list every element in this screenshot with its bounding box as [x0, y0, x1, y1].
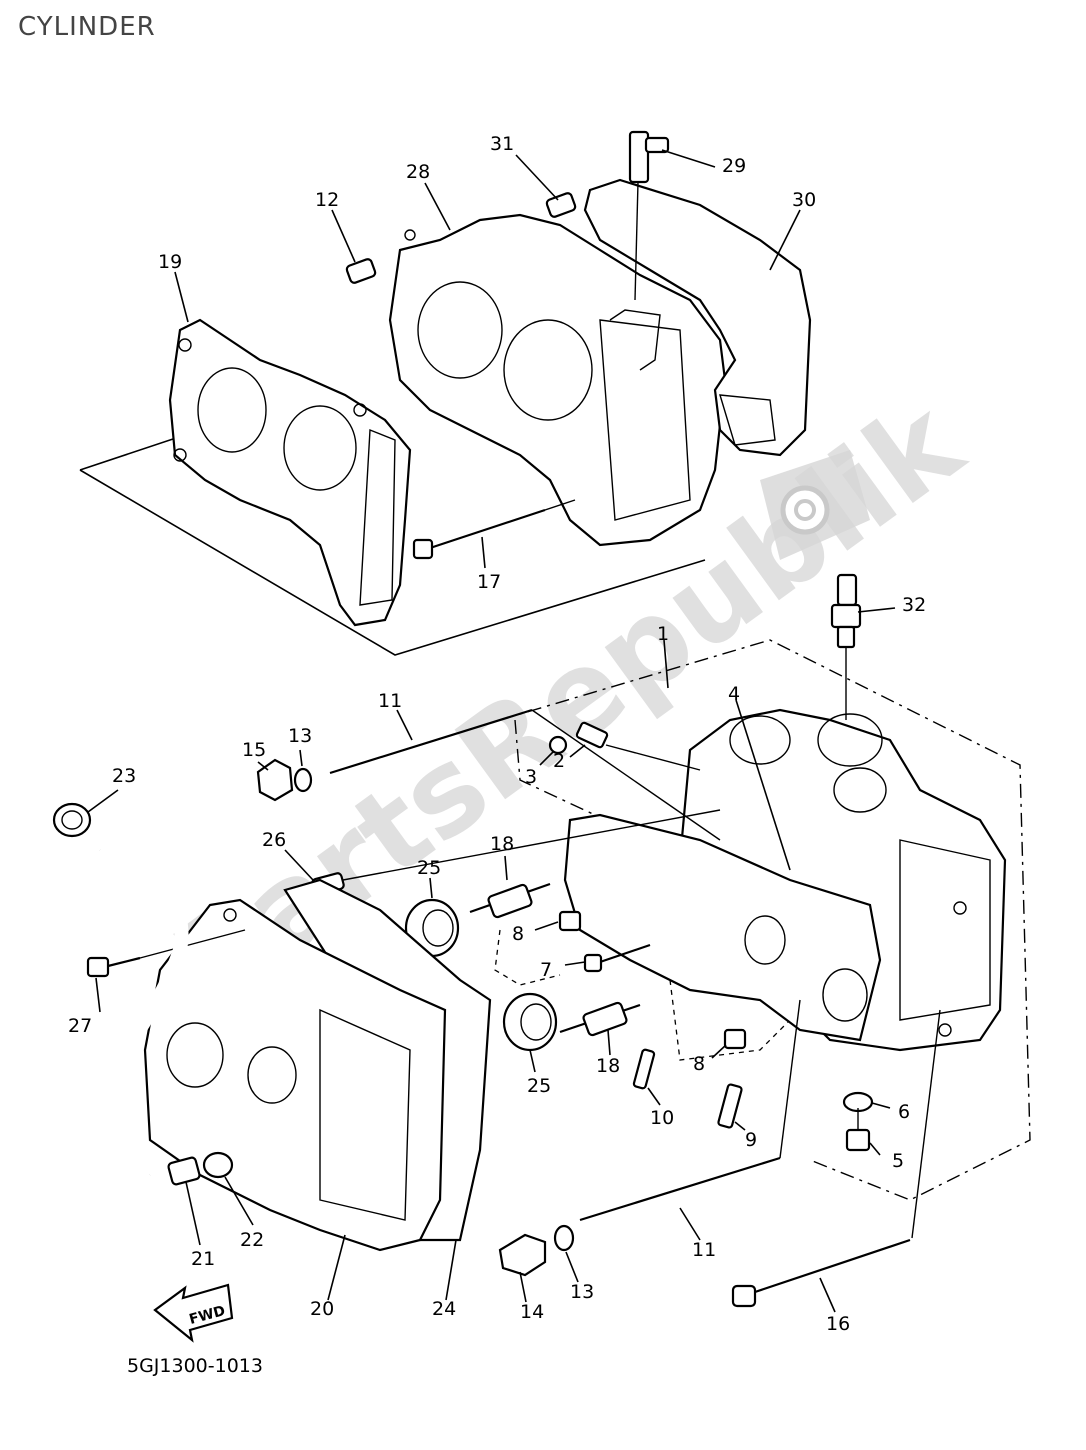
callout-11-lower: 11: [692, 1239, 716, 1261]
callout-7: 7: [540, 959, 552, 981]
breather-hose: [91, 843, 189, 1183]
callout-31: 31: [490, 133, 514, 155]
callout-13-upper: 13: [288, 725, 312, 747]
callout-14: 14: [520, 1301, 544, 1323]
dowel-pin-31: [545, 192, 577, 218]
page-title: CYLINDER: [18, 12, 156, 42]
stud-bolt-11-lower: [579, 999, 801, 1222]
bolt-7: [583, 943, 651, 973]
callout-29: 29: [722, 155, 746, 177]
callout-32: 32: [902, 594, 926, 616]
cam-holder-gasket: [563, 813, 882, 1042]
callout-16: 16: [826, 1313, 850, 1335]
base-gasket: [583, 178, 812, 457]
callout-18-upper: 18: [490, 833, 514, 855]
cap-nut-15: [256, 758, 294, 802]
callout-8-upper: 8: [512, 923, 524, 945]
cylinder-block: [388, 213, 727, 547]
bolt-5: [845, 1108, 871, 1152]
long-bolt-16: [731, 1009, 941, 1308]
valve-18-lower: [559, 1001, 641, 1037]
callout-13-lower: 13: [570, 1281, 594, 1303]
callout-17: 17: [477, 571, 501, 593]
pin-10: [632, 1048, 656, 1090]
long-bolt-17: [412, 499, 576, 560]
hose-clamp-23: [52, 802, 92, 838]
callout-24: 24: [432, 1298, 456, 1320]
plug-2: [575, 721, 701, 771]
plug-8-upper: [558, 910, 582, 932]
callout-28: 28: [406, 161, 430, 183]
spark-plug: [830, 573, 862, 720]
callout-6: 6: [898, 1101, 910, 1123]
callout-20: 20: [310, 1298, 334, 1320]
callout-9: 9: [745, 1129, 757, 1151]
lower-assembly-outline: [494, 639, 1031, 1201]
callout-15: 15: [242, 739, 266, 761]
callout-22: 22: [240, 1229, 264, 1251]
leader-lines: [87, 149, 896, 1313]
plug-8-lower: [723, 1028, 747, 1050]
cap-nut-14: [498, 1233, 547, 1277]
clip-22: [202, 1151, 234, 1179]
joint-21: [167, 1156, 201, 1186]
callout-23: 23: [112, 765, 136, 787]
callout-10: 10: [650, 1107, 674, 1129]
diagram-code: 5GJ1300-1013: [127, 1355, 263, 1377]
callout-21: 21: [191, 1248, 215, 1270]
callout-25-upper: 25: [417, 857, 441, 879]
washer-13-lower: [553, 1224, 575, 1252]
callout-18-lower: 18: [596, 1055, 620, 1077]
callout-8-lower: 8: [693, 1053, 705, 1075]
washer-13-upper: [293, 767, 313, 793]
callout-30: 30: [792, 189, 816, 211]
callout-2: 2: [553, 750, 565, 772]
bolt-27: [86, 929, 246, 978]
forward-arrow-icon: FWD: [153, 1283, 234, 1343]
callout-5: 5: [892, 1150, 904, 1172]
spring-9: [717, 1083, 743, 1129]
callout-25-lower: 25: [527, 1075, 551, 1097]
callout-4: 4: [728, 683, 740, 705]
callout-12: 12: [315, 189, 339, 211]
callout-26: 26: [262, 829, 286, 851]
oil-seal-25-lower: [502, 992, 558, 1052]
callout-1: 1: [657, 623, 669, 645]
dowel-pin-12: [345, 258, 377, 284]
callout-19: 19: [158, 251, 182, 273]
o-ring-3: [548, 735, 568, 755]
callout-3: 3: [525, 766, 537, 788]
callout-11-upper: 11: [378, 690, 402, 712]
head-gasket: [168, 318, 412, 627]
callout-27: 27: [68, 1015, 92, 1037]
stud-bolt-11-upper: [329, 708, 721, 841]
callout-labels: 31 29 28 12 30 19 17 32 1 4 11 13 15 3 2…: [68, 133, 926, 1335]
valve-18-upper: [469, 882, 551, 919]
water-fitting: [628, 130, 670, 301]
